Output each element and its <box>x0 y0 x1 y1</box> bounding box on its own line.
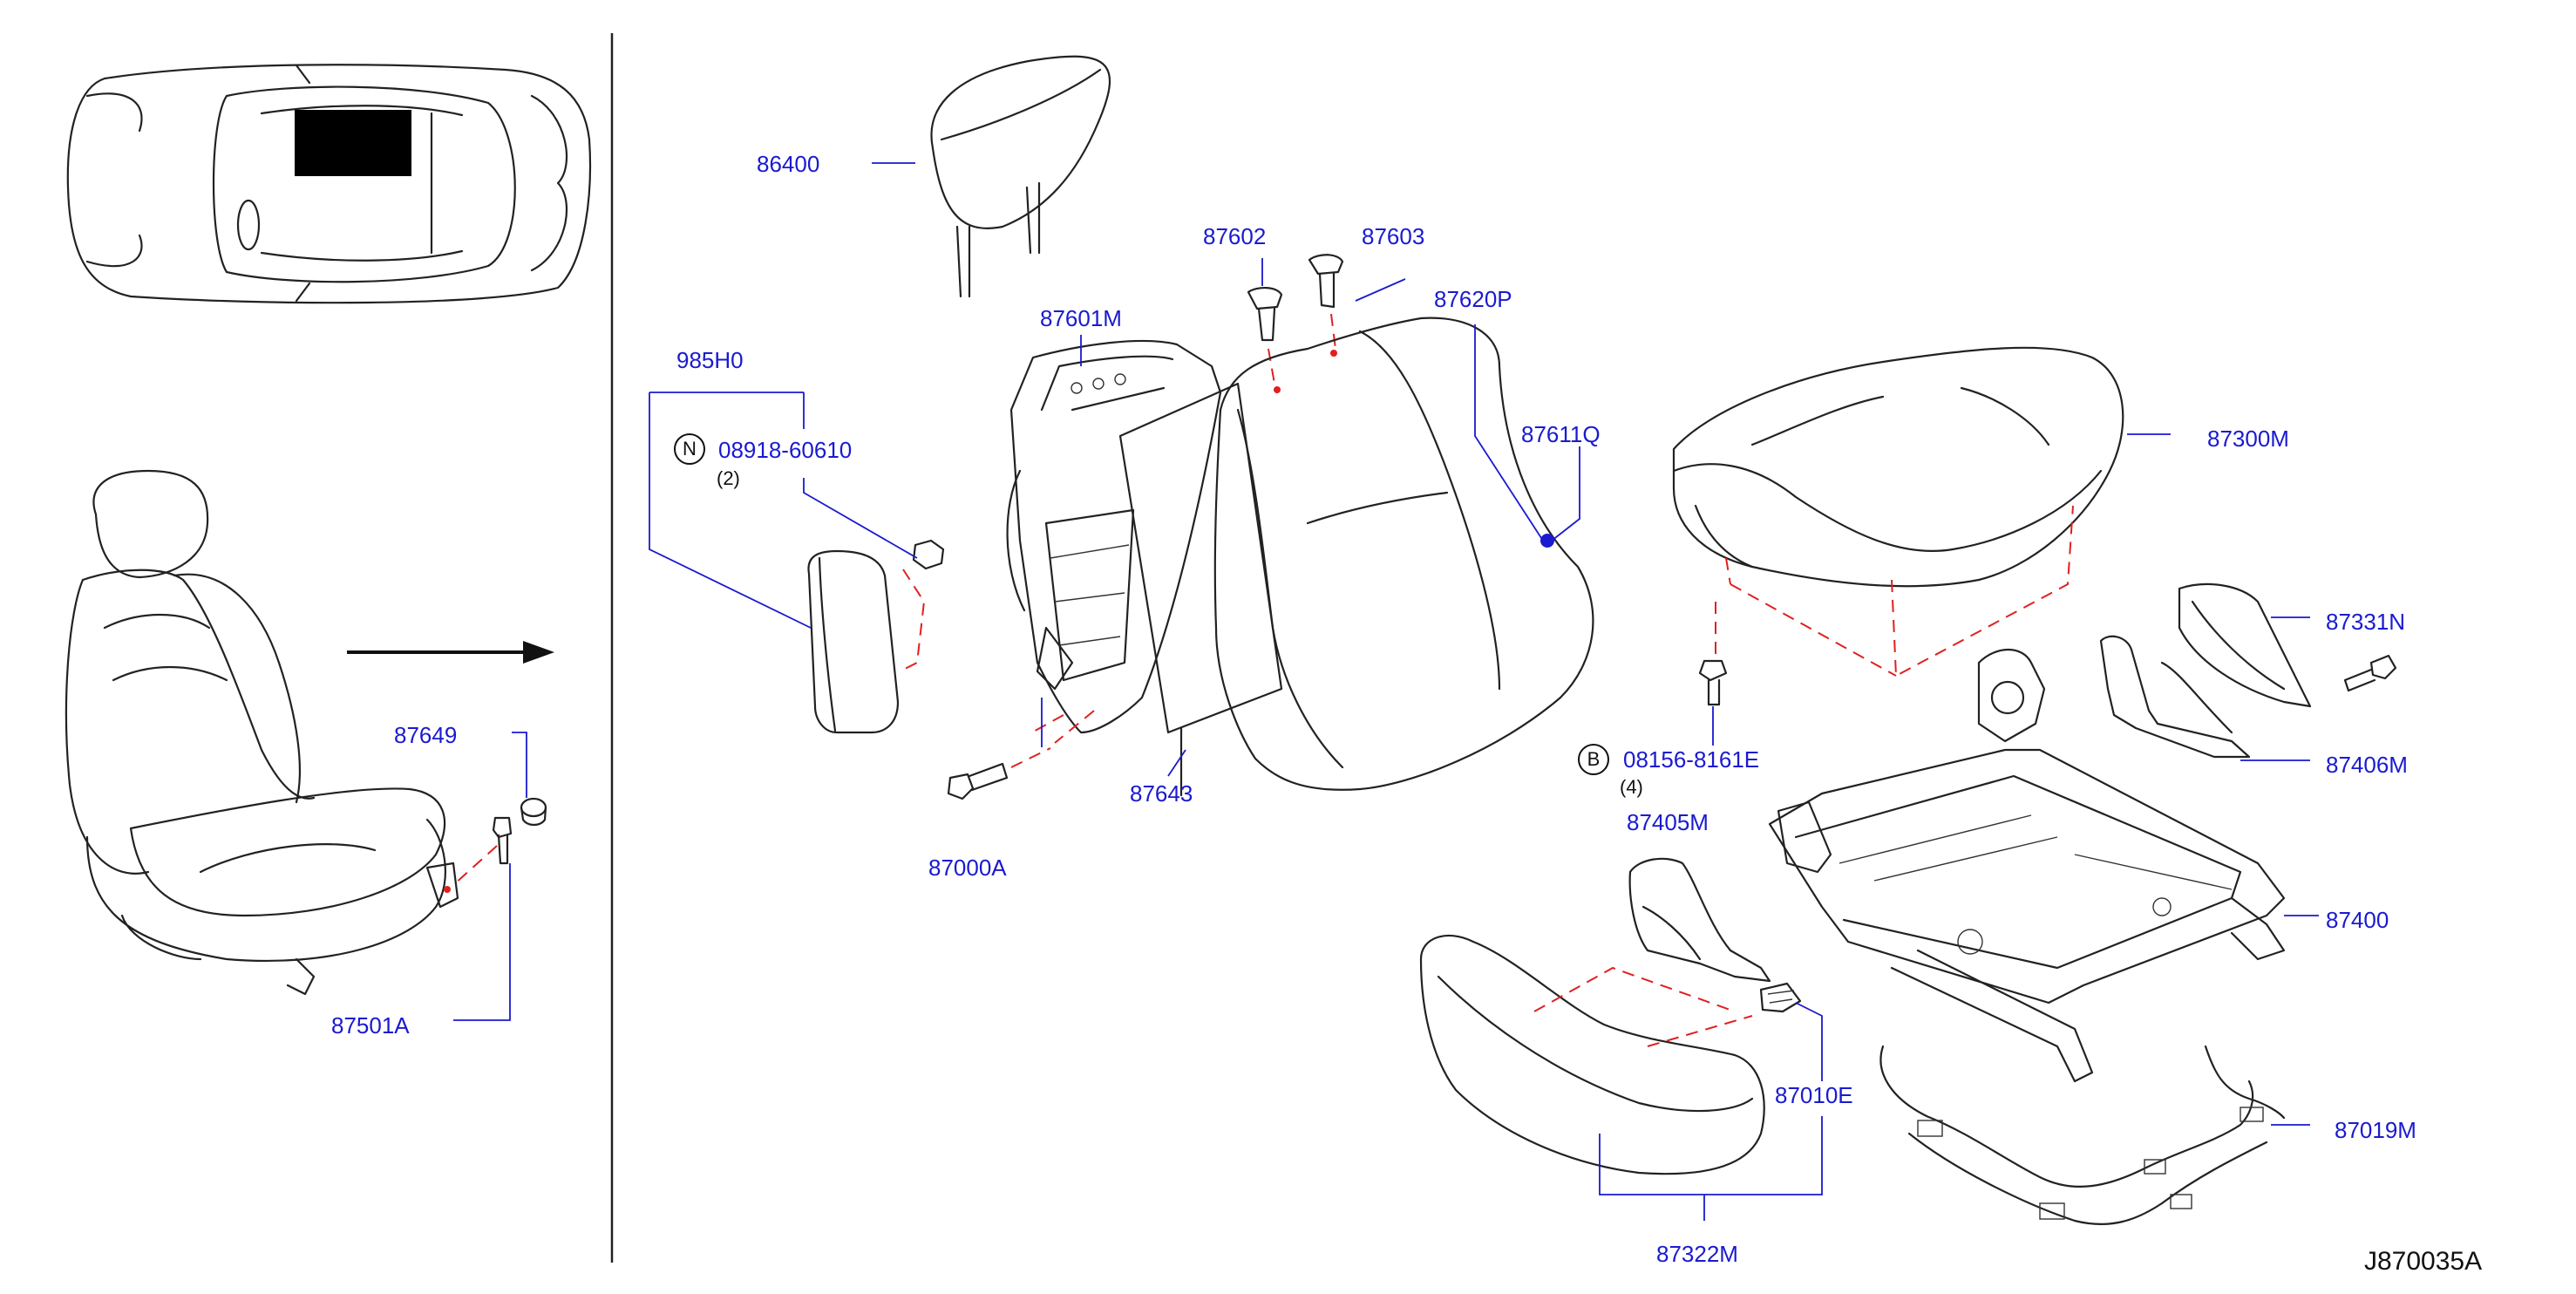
qty-08156: (4) <box>1620 776 1643 798</box>
qty-08918: (2) <box>717 467 740 489</box>
seat-locator-right <box>370 110 411 176</box>
headrest-drawing <box>930 55 1111 298</box>
side-shield-drawing <box>1419 934 1765 1175</box>
marker-n: N <box>674 433 705 465</box>
label-87405M[interactable]: 87405M <box>1627 809 1709 835</box>
label-985H0[interactable]: 985H0 <box>676 347 744 373</box>
label-87620P[interactable]: 87620P <box>1434 286 1512 312</box>
label-87331N[interactable]: 87331N <box>2326 609 2406 635</box>
bolt-87331N-drawing <box>2343 654 2397 692</box>
label-87400[interactable]: 87400 <box>2326 907 2389 933</box>
label-87300M[interactable]: 87300M <box>2207 426 2289 452</box>
leader-lines <box>453 162 2319 1221</box>
label-87611Q[interactable]: 87611Q <box>1521 421 1601 447</box>
cap-87649-drawing <box>520 797 547 827</box>
label-87000A[interactable]: 87000A <box>928 855 1007 881</box>
label-87010E[interactable]: 87010E <box>1775 1082 1853 1108</box>
cover-87331N-drawing <box>2178 582 2312 708</box>
clip-87602-drawing <box>1247 287 1283 385</box>
label-87019M[interactable]: 87019M <box>2335 1117 2416 1143</box>
direction-arrow <box>347 641 554 664</box>
label-87643[interactable]: 87643 <box>1130 780 1193 807</box>
seatback-frame-drawing <box>1006 339 1222 744</box>
cover-87406M-drawing <box>2099 635 2251 759</box>
nut-drawing <box>899 539 945 672</box>
label-87603[interactable]: 87603 <box>1362 223 1425 249</box>
marker-b: B <box>1578 744 1609 775</box>
seatback-cover-drawing <box>1213 317 1594 791</box>
seat-frame-drawing <box>1768 649 2286 1083</box>
label-86400[interactable]: 86400 <box>757 151 820 177</box>
screw-08156-drawing <box>1698 602 1728 706</box>
label-87322M[interactable]: 87322M <box>1656 1241 1738 1267</box>
car-top-view <box>66 64 592 304</box>
label-87649[interactable]: 87649 <box>394 722 458 748</box>
connector-drawing <box>1759 982 1802 1013</box>
seat-locator-left <box>295 110 336 176</box>
label-87406M[interactable]: 87406M <box>2326 752 2408 778</box>
cover-87405M-drawing <box>1628 857 1771 983</box>
label-87601M[interactable]: 87601M <box>1040 305 1122 331</box>
bolt-87501A-drawing <box>452 816 513 886</box>
label-08156-8161E[interactable]: 08156-8161E <box>1623 746 1760 773</box>
seat-cushion-drawing <box>1672 346 2124 678</box>
wire-harness-drawing <box>1879 1045 2286 1226</box>
bolt-87000A-drawing <box>947 747 1051 800</box>
label-87501A[interactable]: 87501A <box>331 1012 410 1039</box>
label-08918-60610[interactable]: 08918-60610 <box>718 437 853 463</box>
seat-locator-mid <box>333 110 375 176</box>
diagram-reference-id: J870035A <box>2364 1247 2483 1276</box>
clip-87603-drawing <box>1308 254 1344 350</box>
seat-assembly-drawing <box>65 469 459 996</box>
back-pad-drawing <box>1118 382 1283 797</box>
label-87602[interactable]: 87602 <box>1203 223 1267 249</box>
side-trim-drawing <box>807 549 900 734</box>
